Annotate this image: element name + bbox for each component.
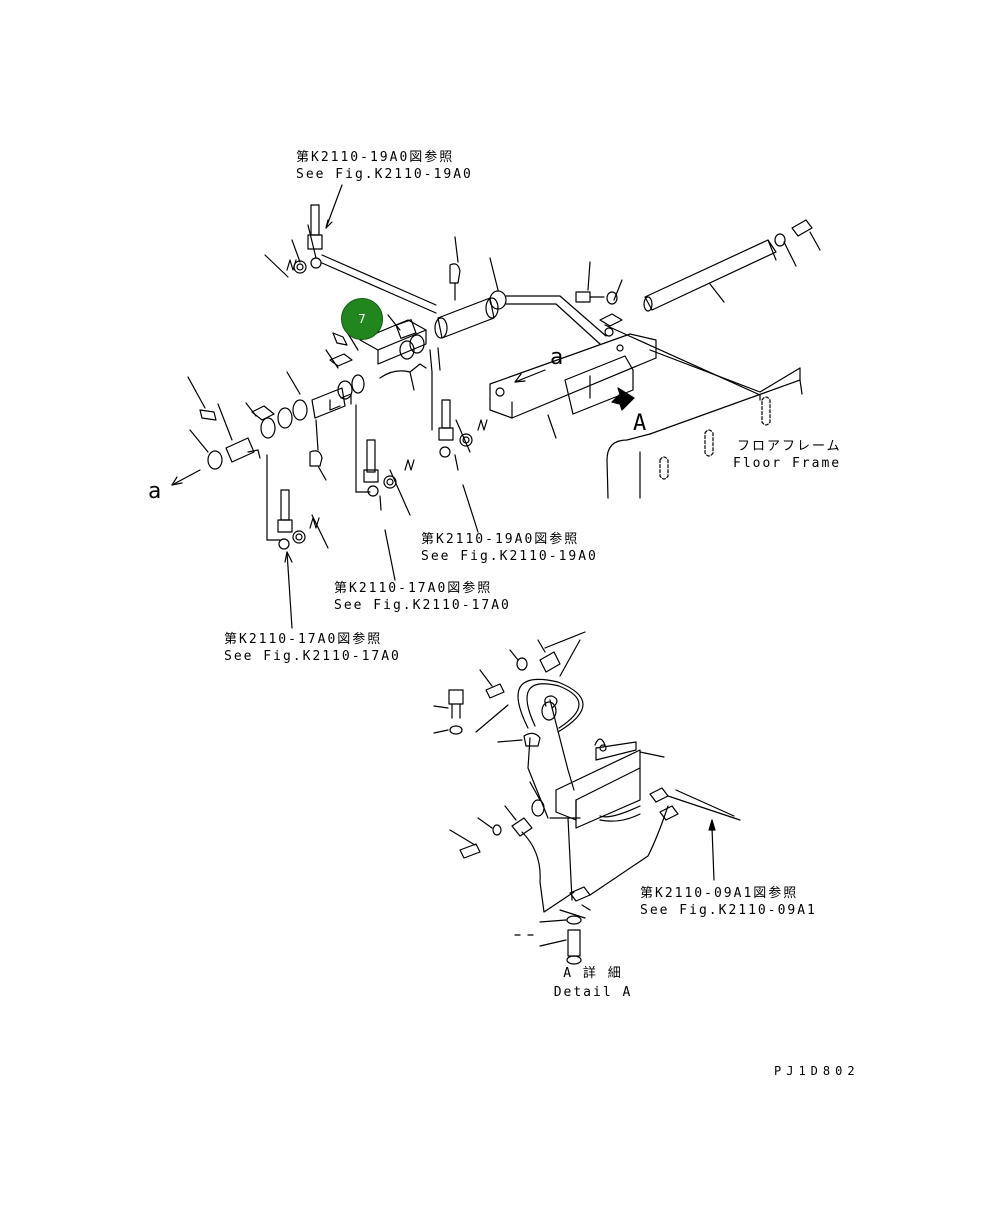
- ref-mid17-jp: 第K2110-17A0図参照: [334, 581, 493, 596]
- detail-title-jp: A 詳 細: [563, 966, 623, 981]
- ref-detail09-en: See Fig.K2110-09A1: [640, 903, 817, 918]
- ref-top-jp: 第K2110-19A0図参照: [296, 150, 455, 165]
- view-mark-a-upper: a: [550, 345, 564, 370]
- drawing-code: PJ1D802: [774, 1064, 860, 1078]
- ref-top-en: See Fig.K2110-19A0: [296, 167, 473, 182]
- callout-badge-7[interactable]: 7: [341, 298, 383, 340]
- view-mark-a-lower: a: [148, 479, 162, 504]
- floor-frame-jp: フロアフレーム: [737, 439, 842, 454]
- ref-mid19-jp: 第K2110-19A0図参照: [421, 532, 580, 547]
- ref-detail09-jp: 第K2110-09A1図参照: [640, 886, 799, 901]
- detail-title-en: Detail A: [553, 985, 633, 1000]
- upper-hose-assembly: [171, 184, 607, 629]
- detail-A-assembly: [433, 631, 741, 965]
- ref-mid19-en: See Fig.K2110-19A0: [421, 549, 598, 564]
- ref-left17-jp: 第K2110-17A0図参照: [224, 632, 383, 647]
- view-mark-A: A: [633, 411, 647, 436]
- ref-left17-en: See Fig.K2110-17A0: [224, 649, 401, 664]
- floor-frame-en: Floor Frame: [733, 456, 842, 471]
- bracket-and-frame: [489, 219, 821, 499]
- ref-mid17-en: See Fig.K2110-17A0: [334, 598, 511, 613]
